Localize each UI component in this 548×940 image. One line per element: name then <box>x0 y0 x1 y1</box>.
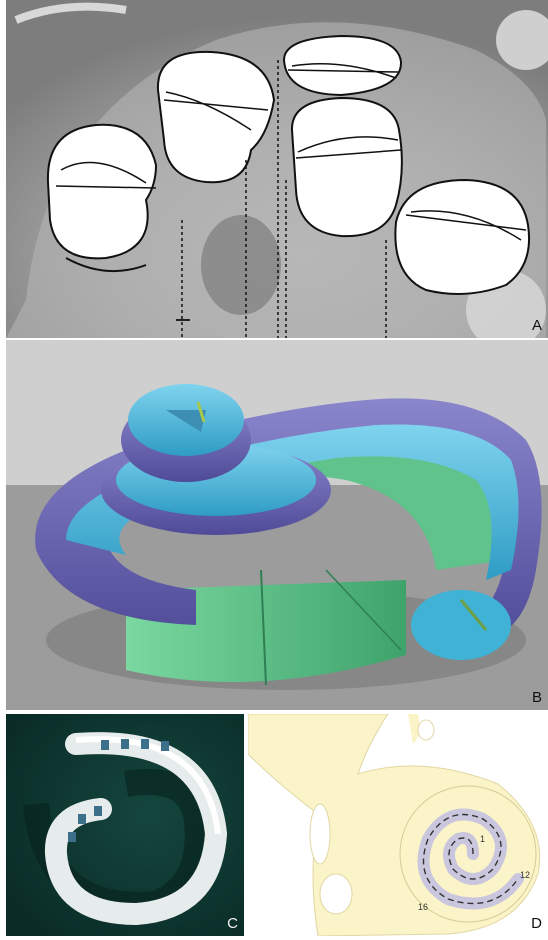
panel-letter-b: B <box>532 689 542 706</box>
panel-d-spiral-diagram: 1 12 16 D <box>248 714 548 936</box>
modiolus-shadow <box>201 215 281 315</box>
panel-letter-a: A <box>532 317 542 334</box>
spiral-diagram: 1 12 16 <box>248 714 548 936</box>
turn-label-16: 16 <box>418 902 428 912</box>
turn-label-1: 1 <box>480 834 485 844</box>
duct-section-3 <box>284 36 401 95</box>
turn-label-12: 12 <box>520 870 530 880</box>
panel-letter-c: C <box>227 915 238 932</box>
duct-section-4 <box>292 98 402 236</box>
panel-c-spiral-tube-render: C <box>6 714 244 936</box>
panel-b-3d-cochlea-model: B <box>6 340 548 710</box>
spiral-tube-render <box>6 714 244 936</box>
panel-a-histology-section: A <box>6 0 548 338</box>
panel-letter-d: D <box>531 915 542 932</box>
cochlea-3d-render <box>6 340 548 710</box>
duct-section-5 <box>395 180 529 294</box>
histology-drawing <box>6 0 548 338</box>
